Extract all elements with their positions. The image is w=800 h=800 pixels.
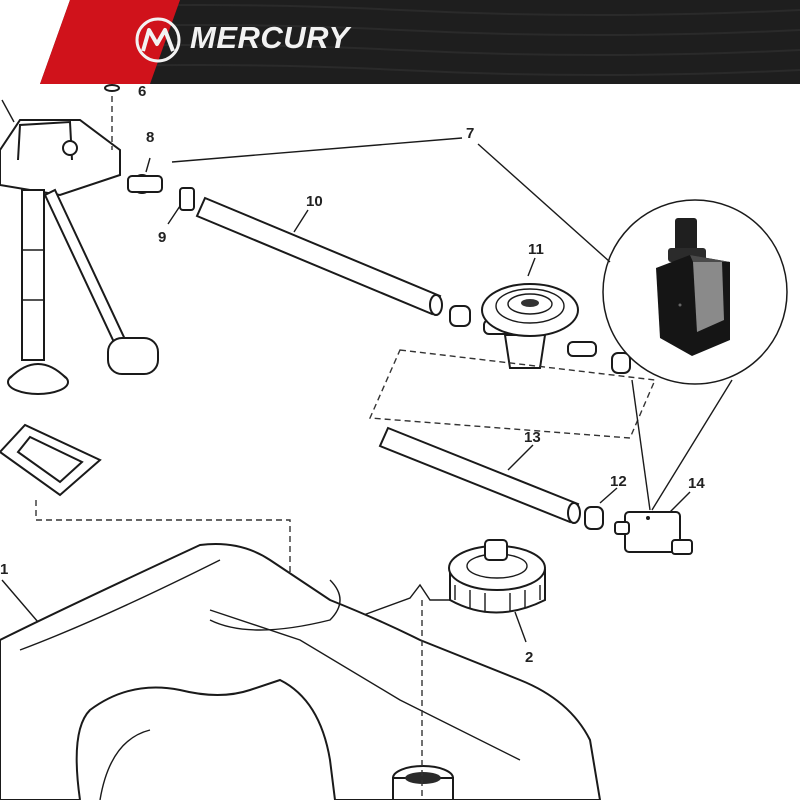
callout-13: 13: [524, 429, 541, 446]
fuel-cap-2: [349, 539, 546, 621]
check-valve-14: [614, 511, 693, 555]
callout-1: 1: [0, 561, 8, 578]
hose-10: [195, 196, 443, 316]
callout-2: 2: [525, 649, 533, 666]
vent-valve-11: [481, 283, 597, 369]
clamp-12: [584, 506, 604, 530]
part-14-inset: [602, 199, 788, 385]
brand-name: MERCURY: [190, 20, 350, 55]
kit-boundary: [368, 349, 657, 439]
callout-8: 8: [146, 129, 154, 146]
clamp-near-vent: [449, 305, 471, 327]
callout-7: 7: [466, 125, 474, 142]
clamp-right: [611, 352, 631, 374]
callout-11: 11: [528, 241, 544, 258]
mercury-m-logo-icon: [135, 17, 181, 63]
fuel-pickup-assembly: [0, 84, 195, 395]
hose-13: [378, 426, 581, 524]
callout-14: 14: [688, 475, 705, 492]
callout-10: 10: [306, 193, 323, 210]
exploded-parts-diagram: 1 2 6 7 8 9 10 11 12 13 14: [0, 84, 788, 800]
callout-6: 6: [138, 84, 146, 100]
accent-stripe: [40, 0, 180, 84]
brand-banner: [0, 0, 800, 84]
callout-9: 9: [158, 229, 166, 246]
callout-12: 12: [610, 473, 627, 490]
fuel-tank-1: [0, 543, 602, 800]
callout-leader-lines: [1, 99, 691, 643]
